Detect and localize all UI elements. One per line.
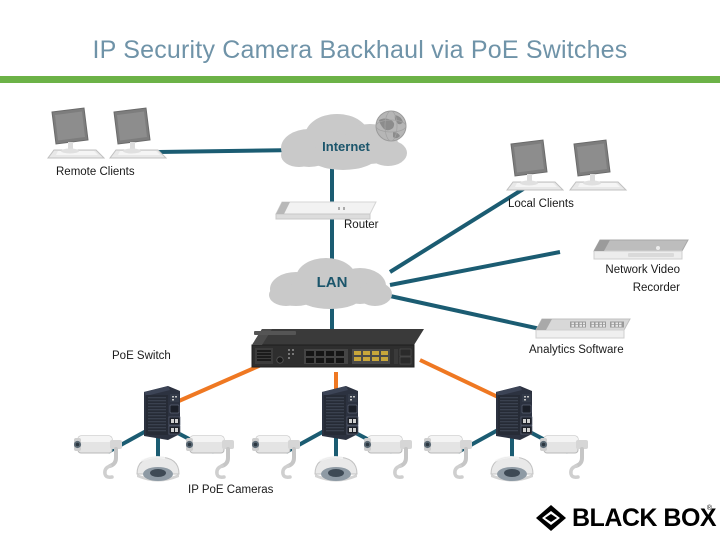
- router-label: Router: [344, 219, 379, 231]
- black-box-logo: BLACK BOX ®: [534, 503, 717, 533]
- bullet-camera-icon: [423, 432, 482, 480]
- logo-wordmark: BLACK BOX: [572, 504, 717, 532]
- dome-camera-icon: [487, 452, 537, 492]
- lan-label: LAN: [316, 274, 348, 291]
- internet-cloud: Internet: [275, 106, 417, 172]
- logo-trademark: ®: [706, 505, 712, 512]
- desktop-icon: [566, 138, 628, 194]
- title-divider: [0, 76, 720, 83]
- bullet-camera-icon: [185, 432, 244, 480]
- industrial-poe-switch-icon: [490, 386, 534, 444]
- link-lan-to-nvr: [389, 250, 561, 287]
- dome-camera-icon: [133, 452, 183, 492]
- desktop-icon: [503, 138, 565, 194]
- nvr-icon: [588, 237, 692, 270]
- ip-cameras-label: IP PoE Cameras: [188, 484, 274, 496]
- bullet-camera-icon: [539, 432, 598, 480]
- bullet-camera-icon: [363, 432, 422, 480]
- link-lan-to-analytics: [389, 294, 546, 332]
- poe-switch-label: PoE Switch: [112, 350, 171, 362]
- industrial-poe-switch-icon: [138, 386, 182, 444]
- link-rack-to-switch-3: [419, 358, 501, 400]
- analytics-label: Analytics Software: [529, 344, 624, 356]
- lan-cloud: LAN: [266, 253, 398, 311]
- internet-label: Internet: [322, 139, 370, 154]
- rack-switch-icon: [248, 327, 426, 373]
- bullet-camera-icon: [251, 432, 310, 480]
- laptop-icon: [44, 106, 106, 162]
- page-title: IP Security Camera Backhaul via PoE Swit…: [92, 36, 628, 64]
- nvr-label-line2: Recorder: [632, 282, 680, 294]
- local-clients-label: Local Clients: [508, 198, 574, 210]
- diamond-logo-icon: [536, 505, 566, 531]
- laptop-icon: [106, 106, 168, 162]
- router-icon: [272, 198, 382, 227]
- server-icon: [528, 315, 634, 348]
- nvr-label-line1: Network Video: [605, 264, 680, 276]
- remote-clients-label: Remote Clients: [56, 166, 135, 178]
- globe-icon: [375, 110, 407, 142]
- industrial-poe-switch-icon: [316, 386, 360, 444]
- bullet-camera-icon: [73, 432, 132, 480]
- dome-camera-icon: [311, 452, 361, 492]
